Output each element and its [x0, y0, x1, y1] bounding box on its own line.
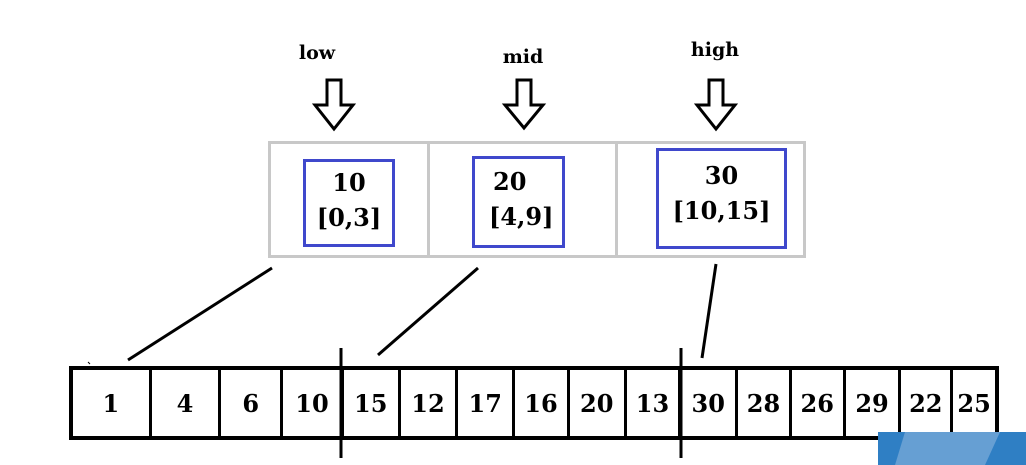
- corner-decoration-shade: [895, 432, 1000, 465]
- array-cell: 4: [152, 370, 222, 436]
- array-cell: 29: [846, 370, 902, 436]
- index-entry-value: 20: [493, 167, 527, 196]
- array-cell: 22: [901, 370, 954, 436]
- index-block-3: [615, 141, 806, 258]
- array-cell: 26: [792, 370, 846, 436]
- index-entry-1: 10 [0,3]: [303, 159, 395, 247]
- array-cell: 30: [681, 370, 739, 436]
- high-down-arrow-icon: [693, 78, 739, 132]
- array-cell: 25: [957, 388, 991, 418]
- tick-mark: [87, 361, 91, 365]
- array-cell: 1: [73, 370, 152, 436]
- array-cell: 16: [515, 370, 570, 436]
- array-cell: 13: [627, 370, 682, 436]
- low-pointer-label: low: [298, 42, 336, 64]
- connector-line-1: [127, 266, 273, 362]
- array-cell: 6: [221, 370, 284, 436]
- connector-line-2: [377, 266, 479, 357]
- index-entry-value: 10: [332, 168, 366, 197]
- array-cell: 28: [738, 370, 792, 436]
- mid-pointer-label: mid: [502, 46, 544, 68]
- index-entry-range: [4,9]: [489, 202, 554, 231]
- array-cell: 20: [570, 370, 627, 436]
- index-entry-value: 30: [704, 161, 739, 190]
- mid-down-arrow-icon: [501, 78, 547, 131]
- array-row: 1 4 6 10 15 12 17 16 20 13 30 28 26 29 2…: [69, 366, 999, 440]
- array-cell: 17: [458, 370, 516, 436]
- connector-line-3: [700, 263, 718, 359]
- index-entry-2: 20 [4,9]: [472, 156, 565, 248]
- index-entry-range: [0,3]: [316, 203, 382, 232]
- array-cell: 15: [344, 370, 401, 436]
- array-cell: 12: [401, 370, 459, 436]
- high-pointer-label: high: [690, 39, 740, 61]
- index-entry-3: 30 [10,15]: [656, 148, 787, 249]
- low-down-arrow-icon: [311, 78, 357, 132]
- index-entry-range: [10,15]: [672, 196, 771, 225]
